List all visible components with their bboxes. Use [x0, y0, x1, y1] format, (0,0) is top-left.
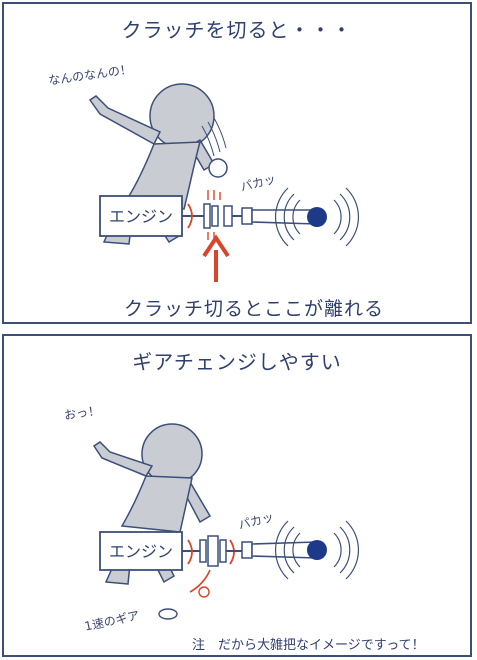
wheel-rings-1: [275, 187, 359, 247]
motion-lines-1: [201, 117, 227, 157]
drop-arrow-2: [189, 569, 211, 593]
clutch-disc-b-1: [211, 205, 219, 227]
clutch-disc-c-1: [223, 205, 233, 227]
separation-marks-1: [207, 190, 221, 240]
figure-1-head: [149, 83, 215, 149]
figure-2-arm-left: [92, 441, 154, 477]
engine-label-1: エンジン: [109, 207, 173, 226]
first-gear-icon: [158, 608, 178, 620]
panel-2-title: ギアチェンジしやすい: [132, 350, 342, 374]
held-gear-1: [208, 158, 228, 178]
pointer-arrow-1: [202, 234, 230, 282]
figure-2-head: [141, 423, 203, 485]
panel-2-illustration: エンジン: [92, 423, 359, 620]
rotation-arrow-1: [187, 203, 193, 229]
wheel-rings-2: [275, 520, 359, 580]
comic-panel-1: クラッチを切ると・・・ なんのなんの！ エンジン: [2, 2, 472, 324]
footnote: 注 だから大雑把なイメージですって！: [192, 638, 425, 653]
figure-2: [92, 423, 212, 585]
wheel-hub-2: [307, 540, 327, 560]
comic-panel-2: ギアチェンジしやすい おっ！ エンジン: [2, 334, 472, 657]
engine-box-2: [99, 531, 183, 571]
clutch-disc-a-2: [199, 539, 207, 563]
panel-1-illustration: エンジン: [88, 83, 359, 282]
clutch-disc-a-1: [203, 203, 211, 229]
clutch-disc-b-2: [219, 539, 227, 563]
panel-1-title: クラッチを切ると・・・: [121, 18, 353, 42]
gear-2: [207, 535, 219, 567]
engine-label-2: エンジン: [109, 542, 173, 561]
figure-1-torso: [122, 141, 201, 210]
wheel-hub-1: [307, 207, 327, 227]
rotation-arrow-2: [187, 539, 193, 565]
figure-1-arm-left: [88, 95, 162, 146]
panel-1-caption: クラッチ切るとここが離れる: [124, 298, 385, 320]
figure-2-torso: [120, 475, 193, 533]
